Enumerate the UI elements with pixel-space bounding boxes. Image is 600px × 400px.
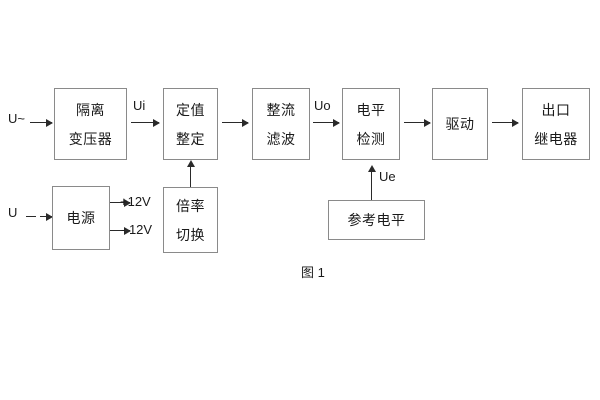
block-reference-level: 参考电平 [328, 200, 425, 240]
arrow-setting-value-to-rectifier-filter [222, 119, 249, 127]
figure-caption: 图 1 [301, 265, 325, 280]
signal-ui-label: Ui [133, 98, 146, 113]
signal-uo-label: Uo [314, 98, 331, 113]
block-line: 隔离 [76, 101, 105, 118]
block-line: 整流 [266, 101, 296, 118]
block-line: 参考电平 [347, 212, 406, 228]
block-multiplier-switch: 倍率 切换 [163, 187, 218, 253]
arrow-multiplier-switch-to-setting-value [186, 160, 195, 187]
arrow-rectifier-filter-to-level-detection [313, 119, 340, 127]
block-line: 检测 [356, 130, 386, 147]
block-level-detection: 电平 检测 [342, 88, 400, 160]
block-line: 整定 [176, 130, 205, 147]
block-isolation-transformer: 隔离 变压器 [54, 88, 127, 160]
block-rectifier-filter: 整流 滤波 [252, 88, 310, 160]
rail-negative-label: - 12V [121, 222, 153, 237]
block-line: 继电器 [534, 130, 578, 147]
block-output-relay: 出口 继电器 [522, 88, 590, 160]
block-line: 出口 [541, 101, 571, 118]
arrow-level-detection-to-drive [404, 119, 431, 127]
arrow-input-ac-to-isolation-transformer [30, 119, 53, 127]
dc-marker-dash [26, 216, 36, 217]
arrow-isolation-transformer-to-setting-value [131, 119, 160, 127]
block-power-supply: 电源 [52, 186, 110, 250]
block-line: 驱动 [445, 116, 475, 132]
input-ac-label: U~ [8, 111, 25, 126]
arrow-power-supply-rail-negative [110, 227, 131, 235]
rail-positive-label: +12V [120, 194, 151, 209]
block-line: 电平 [356, 101, 386, 118]
signal-ue-label: Ue [379, 169, 396, 184]
arrow-drive-to-output-relay [492, 119, 519, 127]
block-setting-value: 定值 整定 [163, 88, 218, 160]
block-line: 定值 [176, 101, 205, 118]
block-line: 变压器 [68, 130, 113, 147]
block-line: 倍率 [176, 197, 205, 214]
arrow-input-dc-to-power-supply [40, 213, 53, 221]
arrow-reference-level-to-level-detection [367, 165, 376, 200]
block-drive: 驱动 [432, 88, 488, 160]
block-line: 切换 [176, 226, 205, 243]
arrow-power-supply-rail-positive [110, 199, 131, 207]
block-line: 滤波 [266, 130, 296, 147]
block-line: 电源 [66, 210, 96, 226]
input-dc-label: U [8, 205, 18, 220]
